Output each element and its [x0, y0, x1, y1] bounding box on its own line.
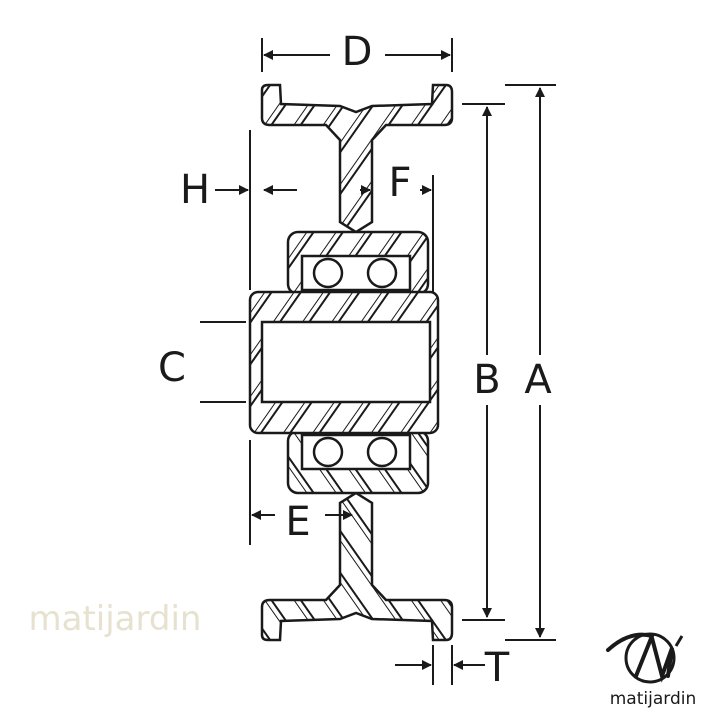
watermark: matijardin — [29, 599, 202, 639]
bore — [260, 320, 432, 404]
ball — [366, 257, 398, 289]
flange-web — [260, 83, 454, 234]
label-b: B — [473, 357, 500, 403]
upper-half — [260, 83, 454, 296]
label-t: T — [484, 645, 510, 691]
logo-text: matijardin — [610, 689, 697, 709]
label-d: D — [342, 29, 373, 75]
label-f: F — [388, 160, 411, 206]
label-c: C — [158, 345, 186, 391]
logo: matijardin — [606, 632, 697, 709]
label-h: H — [180, 167, 210, 213]
ball — [312, 257, 344, 289]
label-a: A — [524, 357, 552, 403]
label-e: E — [285, 499, 310, 545]
